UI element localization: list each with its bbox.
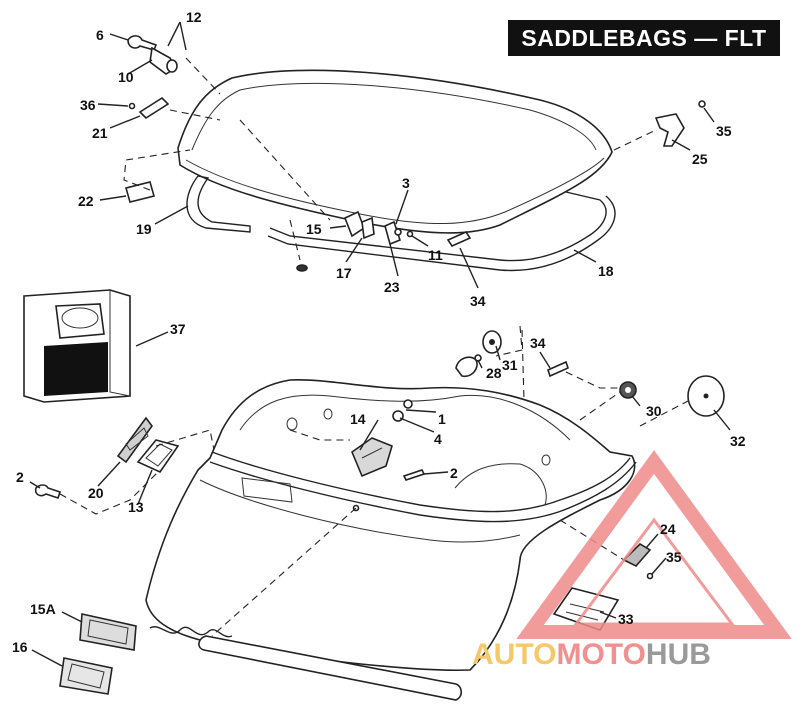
part-21-plate [138,96,170,120]
callout-37: 37 [170,321,186,337]
callout-12: 12 [186,9,202,25]
watermark-logo [516,450,792,639]
right-hardware [29,325,731,637]
callout-10: 10 [118,69,134,85]
callout-2-inner: 2 [450,465,458,481]
lid-assembly [125,35,706,272]
callout-3: 3 [402,175,410,191]
callout-19: 19 [136,221,152,237]
callout-4: 4 [434,431,442,447]
callout-31: 31 [502,357,518,373]
callout-35-upper: 35 [716,123,732,139]
callout-15A: 15A [30,601,56,617]
callout-24: 24 [660,521,676,537]
callout-36: 36 [80,97,96,113]
callout-13: 13 [128,499,144,515]
lid-shell [177,69,613,234]
callout-14: 14 [350,411,366,427]
watermark-moto: MOTO [556,638,645,671]
callout-23: 23 [384,279,400,295]
callout-21: 21 [92,125,108,141]
callout-22: 22 [78,193,94,209]
watermark-auto: AUTO [472,638,556,671]
part-6-key [127,35,158,51]
watermark-text: AUTOMOTOHUB [472,638,711,671]
page-title: SADDLEBAGS — FLT [508,20,780,56]
callout-1: 1 [438,411,446,427]
callout-11: 11 [428,247,443,263]
callout-32: 32 [730,433,746,449]
reflectors [31,611,137,695]
callout-17: 17 [336,265,352,281]
callout-30: 30 [646,403,662,419]
callout-2-outer: 2 [16,469,24,485]
callout-34-lower: 34 [530,335,546,351]
callout-28: 28 [486,365,502,381]
leaders-upper [97,21,715,289]
callout-15: 15 [306,221,322,237]
callout-34-upper: 34 [470,293,486,309]
callout-16: 16 [12,639,28,655]
callout-18: 18 [598,263,614,279]
watermark-hub: HUB [646,638,711,671]
svg-text:AUTOMOTOHUB: AUTOMOTOHUB [472,638,711,671]
saddlebag-body [34,379,637,701]
callout-20: 20 [88,485,104,501]
callout-25: 25 [692,151,708,167]
callout-33: 33 [618,611,634,627]
callout-35-lower: 35 [666,549,682,565]
callout-6: 6 [96,27,104,43]
part-37-badge [23,289,169,403]
bag-shell [145,379,636,672]
callout-labels: 12 6 10 36 21 22 19 15 17 3 23 11 34 18 … [12,9,746,655]
